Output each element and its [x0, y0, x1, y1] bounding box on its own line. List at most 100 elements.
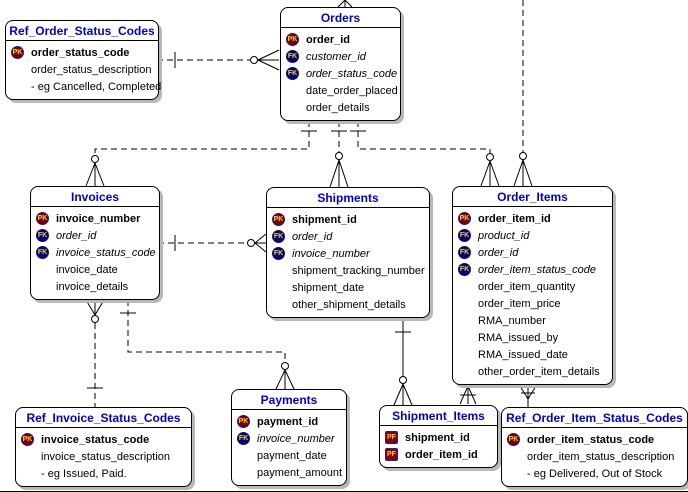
field-row: PK shipment_id — [272, 211, 427, 228]
field-name: order_id — [306, 33, 351, 46]
fk-icon: FK — [286, 50, 299, 63]
no-key-spacer — [237, 449, 250, 462]
table-title: Shipment_Items — [380, 406, 497, 426]
rel-invoices-to-shipments[interactable] — [158, 233, 267, 253]
field-name: order_status_code — [306, 67, 398, 80]
table-title: Ref_Order_Status_Codes — [6, 21, 158, 41]
rel-ref-order-item-status-to-order-items[interactable] — [519, 385, 537, 407]
no-key-spacer — [272, 298, 285, 311]
field-row: RMA_issued_date — [458, 346, 610, 363]
fk-icon: FK — [458, 246, 471, 259]
table-title: Shipments — [267, 188, 429, 208]
table-ref-invoice-status-codes[interactable]: Ref_Invoice_Status_Codes PK invoice_statu… — [15, 407, 192, 487]
rel-orders-to-shipments[interactable] — [329, 121, 349, 188]
field-name: invoice_number — [257, 432, 335, 445]
field-row: other_shipment_details — [272, 296, 427, 313]
no-key-spacer — [458, 280, 471, 293]
no-key-spacer — [21, 450, 34, 463]
field-row: PK order_item_id — [458, 210, 610, 227]
no-key-spacer — [272, 264, 285, 277]
field-name: invoice_details — [56, 280, 129, 293]
fk-icon: FK — [36, 229, 49, 242]
field-name: order_status_code — [31, 46, 130, 59]
field-name: shipment_date — [292, 281, 365, 294]
field-note: - eg Cancelled, Completed — [31, 80, 162, 93]
field-name: payment_date — [257, 449, 327, 462]
field-name: other_order_item_details — [478, 365, 600, 378]
fk-icon: FK — [458, 263, 471, 276]
field-row: FK order_item_status_code — [458, 261, 610, 278]
rel-ref-invoice-status-to-invoices[interactable] — [85, 299, 105, 407]
fk-icon: FK — [272, 230, 285, 243]
rel-shipments-to-shipment-items[interactable] — [393, 313, 413, 406]
field-name: RMA_issued_by — [478, 331, 559, 344]
field-name: order_item_price — [478, 297, 561, 310]
no-key-spacer — [11, 80, 24, 93]
field-name: invoice_status_code — [56, 246, 156, 259]
rel-top-to-order-items[interactable] — [513, 0, 533, 187]
rel-orders-to-invoices[interactable] — [85, 121, 317, 187]
field-name: order_item_quantity — [478, 280, 576, 293]
field-name: shipment_tracking_number — [292, 264, 425, 277]
field-name: order_item_id — [478, 212, 551, 225]
field-row: invoice_status_description — [21, 448, 189, 465]
field-name: shipment_id — [405, 431, 470, 444]
field-note: - eg Delivered, Out of Stock — [527, 467, 663, 480]
no-key-spacer — [36, 280, 49, 293]
field-row: date_order_placed — [286, 82, 398, 99]
rel-ref-order-status-to-orders[interactable] — [157, 49, 280, 71]
field-name: order_item_status_description — [527, 450, 675, 463]
no-key-spacer — [507, 467, 520, 480]
pk-icon: PK — [272, 213, 285, 226]
field-name: order_item_status_code — [478, 263, 597, 276]
field-row: order_item_status_description — [507, 448, 685, 465]
field-name: RMA_number — [478, 314, 546, 327]
field-name: payment_amount — [257, 466, 342, 479]
field-name: order_details — [306, 101, 370, 114]
field-row: shipment_tracking_number — [272, 262, 427, 279]
field-row: - eg Delivered, Out of Stock — [507, 465, 685, 482]
field-row: FK order_id — [272, 228, 427, 245]
fk-icon: FK — [286, 67, 299, 80]
pk-icon: PK — [458, 212, 471, 225]
rel-top-to-orders[interactable] — [337, 0, 353, 8]
rel-invoices-to-payments[interactable] — [120, 300, 295, 390]
pf-icon: PF — [385, 431, 398, 444]
no-key-spacer — [11, 63, 24, 76]
field-name: shipment_id — [292, 213, 357, 226]
no-key-spacer — [458, 331, 471, 344]
rel-orders-to-order-items[interactable] — [350, 121, 500, 187]
field-name: invoice_status_code — [41, 433, 150, 446]
field-row: - eg Cancelled, Completed — [11, 78, 161, 95]
field-name: payment_id — [257, 415, 319, 428]
table-title: Ref_Invoice_Status_Codes — [16, 408, 191, 428]
table-title: Order_Items — [453, 187, 612, 207]
no-key-spacer — [286, 101, 299, 114]
field-row: PF shipment_id — [385, 429, 495, 446]
no-key-spacer — [237, 466, 250, 479]
no-key-spacer — [458, 348, 471, 361]
field-row: invoice_date — [36, 261, 157, 278]
field-name: customer_id — [306, 50, 366, 63]
field-note: - eg Issued, Paid. — [41, 467, 127, 480]
rel-order-items-to-shipment-items[interactable] — [459, 385, 477, 405]
field-name: order_id — [292, 230, 333, 243]
pk-icon: PK — [21, 433, 34, 446]
